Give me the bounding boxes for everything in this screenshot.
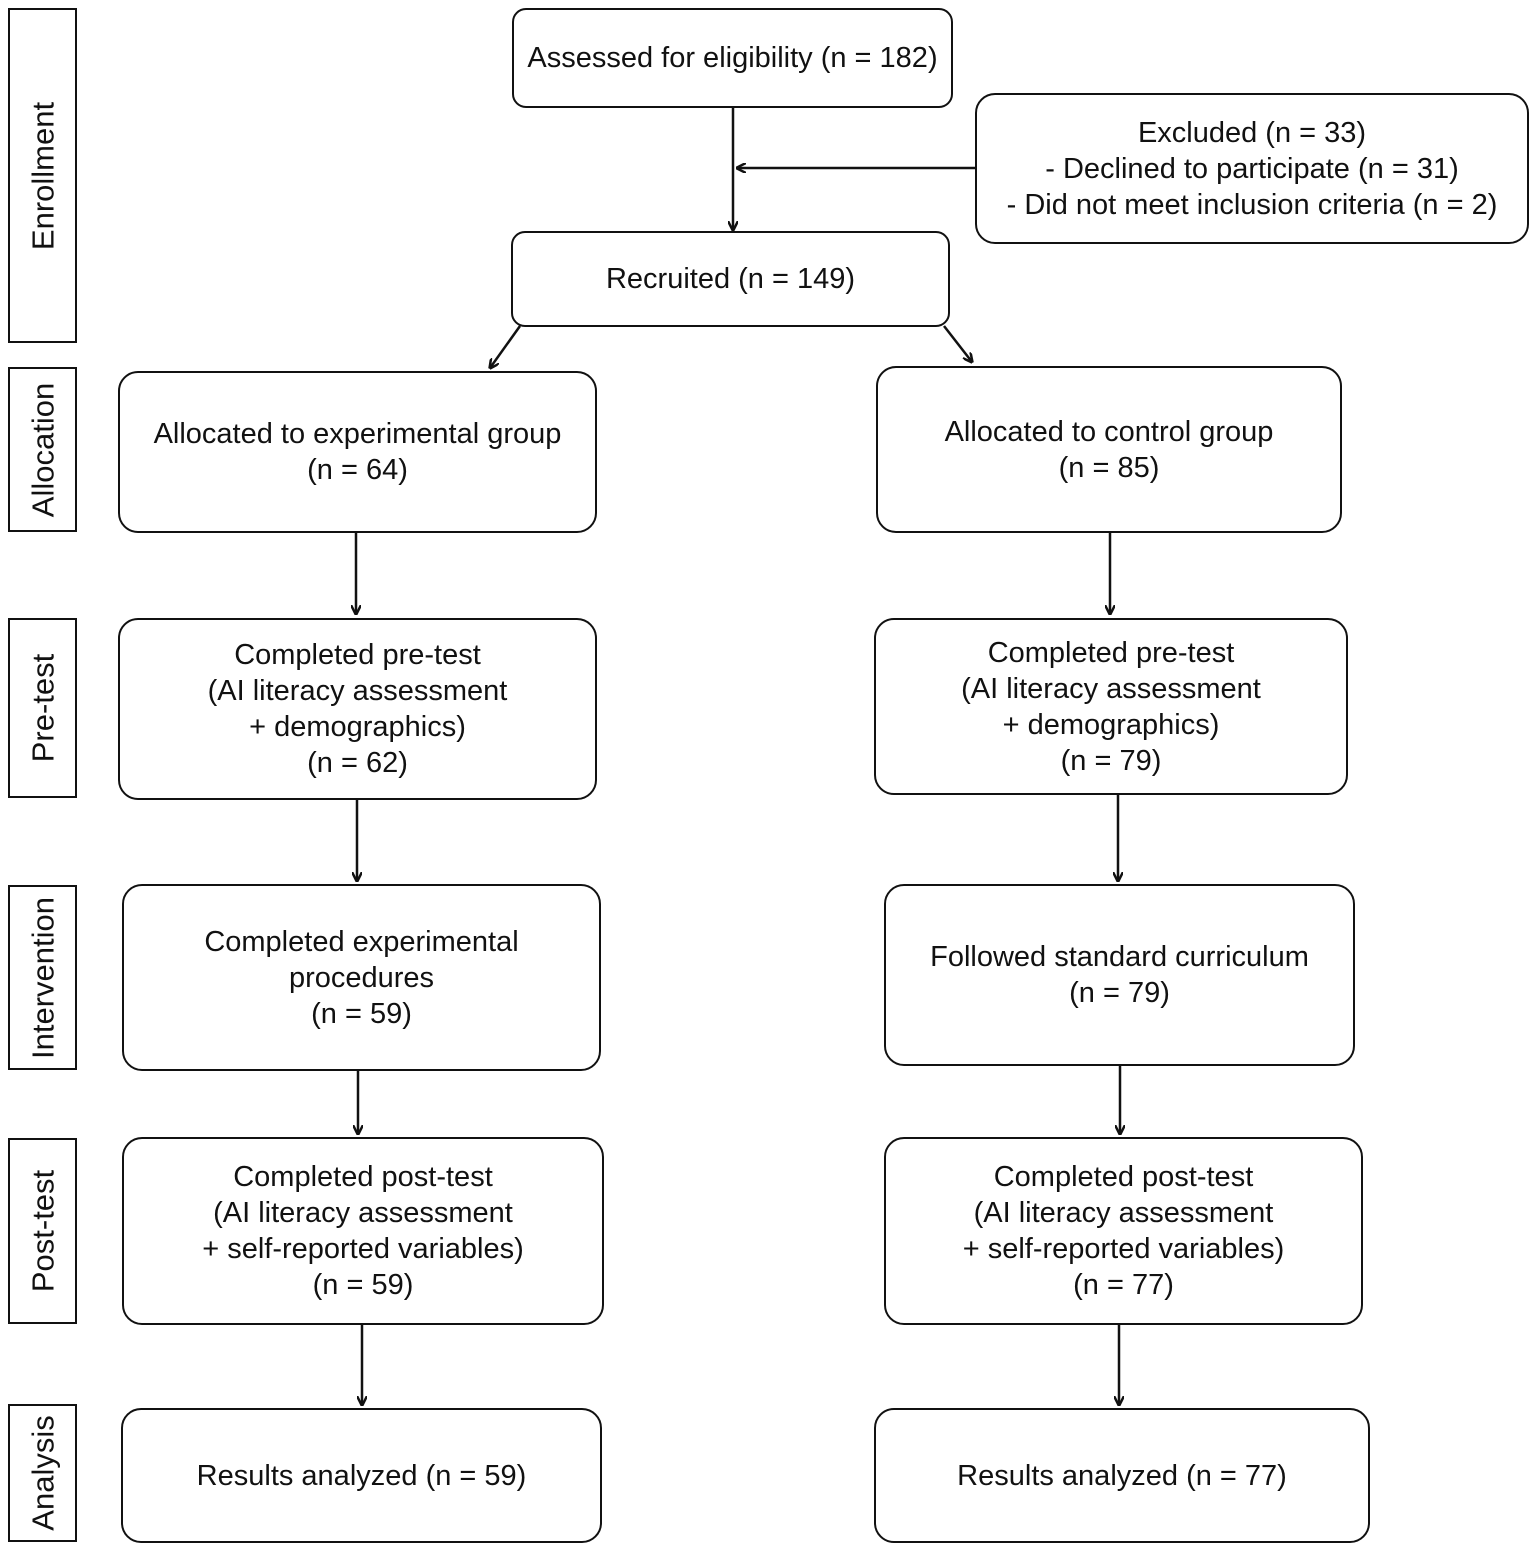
excluded-line-2: - Declined to participate (n = 31) [1045, 152, 1459, 185]
experimental-allocation-line-2: (n = 64) [307, 454, 408, 486]
control-analysis-text: Results analyzed (n = 77) [957, 1459, 1287, 1492]
experimental-pretest-line-1: Completed pre-test [234, 639, 481, 671]
phase-enrollment: Enrollment [8, 8, 77, 343]
control-allocation-line-2: (n = 85) [1058, 451, 1160, 484]
control-pretest-line-3: + demographics) [1002, 708, 1220, 741]
recruited-text: Recruited (n = 149) [605, 263, 856, 295]
experimental-posttest-box: Completed post-test (AI literacy assessm… [122, 1137, 604, 1325]
control-allocation-line-1: Allocated to control group [944, 415, 1274, 448]
excluded-line-1: Excluded (n = 33) [1137, 116, 1367, 149]
control-posttest-box: Completed post-test (AI literacy assessm… [884, 1137, 1363, 1325]
phase-enrollment-label: Enrollment [25, 101, 60, 250]
experimental-intervention-line-2: procedures [288, 961, 435, 994]
experimental-pretest-line-4: (n = 62) [307, 747, 408, 779]
control-pretest-line-4: (n = 79) [1060, 744, 1162, 777]
phase-analysis: Analysis [8, 1404, 77, 1542]
control-pretest-box: Completed pre-test (AI literacy assessme… [874, 618, 1348, 795]
experimental-pretest-line-2: (AI literacy assessment [207, 675, 508, 707]
control-posttest-line-4: (n = 77) [1073, 1269, 1174, 1301]
experimental-posttest-line-4: (n = 59) [312, 1269, 414, 1301]
control-posttest-line-3: + self-reported variables) [962, 1233, 1285, 1265]
experimental-pretest-line-3: + demographics) [249, 711, 466, 743]
excluded-box: Excluded (n = 33) - Declined to particip… [975, 93, 1529, 244]
experimental-posttest-line-3: + self-reported variables) [202, 1233, 524, 1265]
control-pretest-line-1: Completed pre-test [987, 636, 1235, 669]
experimental-pretest-box: Completed pre-test (AI literacy assessme… [118, 618, 597, 800]
control-posttest-line-2: (AI literacy assessment [973, 1197, 1274, 1229]
experimental-analysis-box: Results analyzed (n = 59) [121, 1408, 602, 1543]
phase-analysis-label: Analysis [25, 1415, 60, 1531]
assessed-box: Assessed for eligibility (n = 182) [512, 8, 953, 108]
control-pretest-line-2: (AI literacy assessment [961, 672, 1261, 705]
control-posttest-line-1: Completed post-test [993, 1161, 1254, 1193]
phase-intervention: Intervention [8, 885, 77, 1070]
phase-intervention-label: Intervention [25, 896, 60, 1059]
control-intervention-box: Followed standard curriculum (n = 79) [884, 884, 1355, 1066]
phase-allocation: Allocation [8, 367, 77, 532]
experimental-posttest-line-2: (AI literacy assessment [213, 1197, 513, 1229]
phase-pretest-label: Pre-test [25, 653, 60, 763]
experimental-analysis-text: Results analyzed (n = 59) [196, 1459, 527, 1492]
experimental-allocation-box: Allocated to experimental group (n = 64) [118, 371, 597, 533]
control-analysis-box: Results analyzed (n = 77) [874, 1408, 1370, 1543]
experimental-posttest-line-1: Completed post-test [233, 1161, 493, 1193]
experimental-intervention-box: Completed experimental procedures (n = 5… [122, 884, 601, 1071]
experimental-intervention-line-3: (n = 59) [311, 997, 412, 1030]
experimental-intervention-line-1: Completed experimental [204, 925, 519, 958]
control-intervention-line-2: (n = 79) [1069, 977, 1170, 1009]
arrow-recruited-to-experimental [490, 325, 522, 368]
experimental-allocation-line-1: Allocated to experimental group [153, 418, 562, 450]
phase-posttest-label: Post-test [25, 1169, 60, 1293]
arrow-recruited-to-control [943, 325, 972, 362]
phase-allocation-label: Allocation [25, 382, 60, 517]
assessed-text: Assessed for eligibility (n = 182) [527, 42, 938, 74]
control-intervention-line-1: Followed standard curriculum [930, 941, 1309, 973]
control-allocation-box: Allocated to control group (n = 85) [876, 366, 1342, 533]
phase-pretest: Pre-test [8, 618, 77, 798]
recruited-box: Recruited (n = 149) [511, 231, 950, 327]
phase-posttest: Post-test [8, 1138, 77, 1324]
excluded-line-3: - Did not meet inclusion criteria (n = 2… [1006, 188, 1498, 221]
